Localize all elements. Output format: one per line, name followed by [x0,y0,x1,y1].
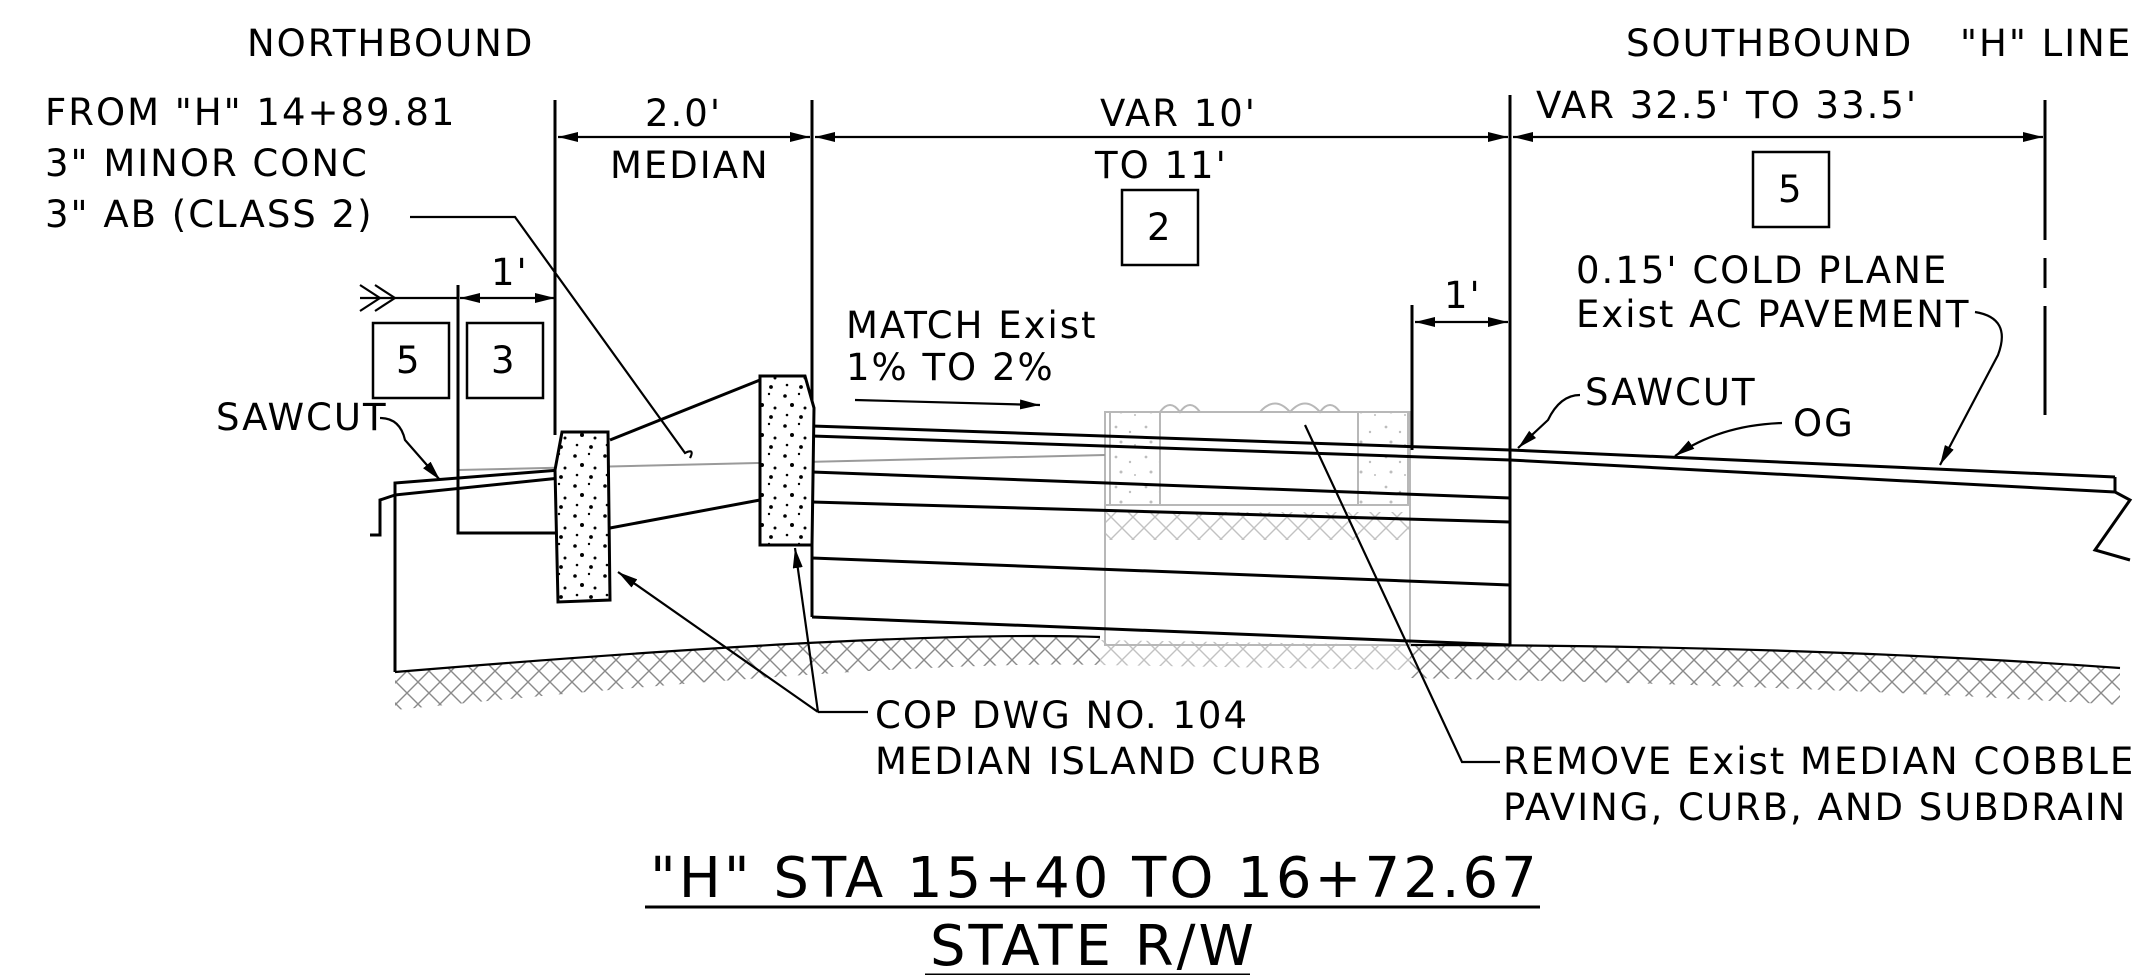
svg-text:5: 5 [1778,168,1804,211]
match-exist-line-2: 1% TO 2% [846,346,1055,389]
from-h-note-line-3: 3" AB (CLASS 2) [45,193,374,236]
one-foot-left-dim: 1' [491,251,529,294]
svg-text:5: 5 [396,339,422,382]
leader-lines [379,215,2003,764]
sawcut-left-label: SAWCUT [216,396,388,439]
callout-box-3 [465,321,545,400]
remove-exist-line-2: PAVING, CURB, AND SUBDRAIN [1503,786,2127,829]
callout-box-5-left [371,321,451,400]
cop-dwg-line-2: MEDIAN ISLAND CURB [875,740,1324,783]
northbound-label: NORTHBOUND [247,22,534,65]
rw-title: STATE R/W [930,914,1257,975]
station-title: "H" STA 15+40 TO 16+72.67 [650,846,1540,911]
svg-text:2: 2 [1147,206,1173,249]
callout-box-5-right [1751,150,1831,229]
og-label: OG [1793,402,1855,445]
existing-median-ghost [1104,402,1411,646]
southbound-label: SOUTHBOUND [1626,22,1913,65]
median-dim-label: MEDIAN [610,144,770,187]
svg-text:3: 3 [491,339,517,382]
remove-exist-line-1: REMOVE Exist MEDIAN COBBLE [1503,740,2135,783]
cold-plane-line-2: Exist AC PAVEMENT [1576,293,1971,336]
var-lane-dim-line-1: VAR 10' [1100,92,1257,135]
ground-hatching [394,512,2121,710]
sawcut-right-label: SAWCUT [1585,371,1757,414]
median-dim-value: 2.0' [645,92,722,135]
annotations: NORTHBOUND SOUTHBOUND "H" LINE FROM "H" … [45,22,2135,975]
match-exist-line-1: MATCH Exist [846,304,1098,347]
dimension-lines [359,132,2043,410]
left-curb [553,430,612,604]
var-sb-dim: VAR 32.5' TO 33.5' [1536,84,1918,127]
callout-box-2 [1120,188,1200,267]
median-island-curbs [553,374,816,604]
from-h-note-line-1: FROM "H" 14+89.81 [45,91,456,134]
cop-dwg-line-1: COP DWG NO. 104 [875,694,1249,737]
right-curb [758,374,816,547]
h-line-label: "H" LINE [1960,22,2132,65]
callout-boxes: 5 3 2 5 [371,150,1831,400]
from-h-note-line-2: 3" MINOR CONC [45,142,369,185]
var-lane-dim-line-2: TO 11' [1094,144,1228,187]
cold-plane-line-1: 0.15' COLD PLANE [1576,249,1948,292]
one-foot-right-dim: 1' [1444,274,1482,317]
